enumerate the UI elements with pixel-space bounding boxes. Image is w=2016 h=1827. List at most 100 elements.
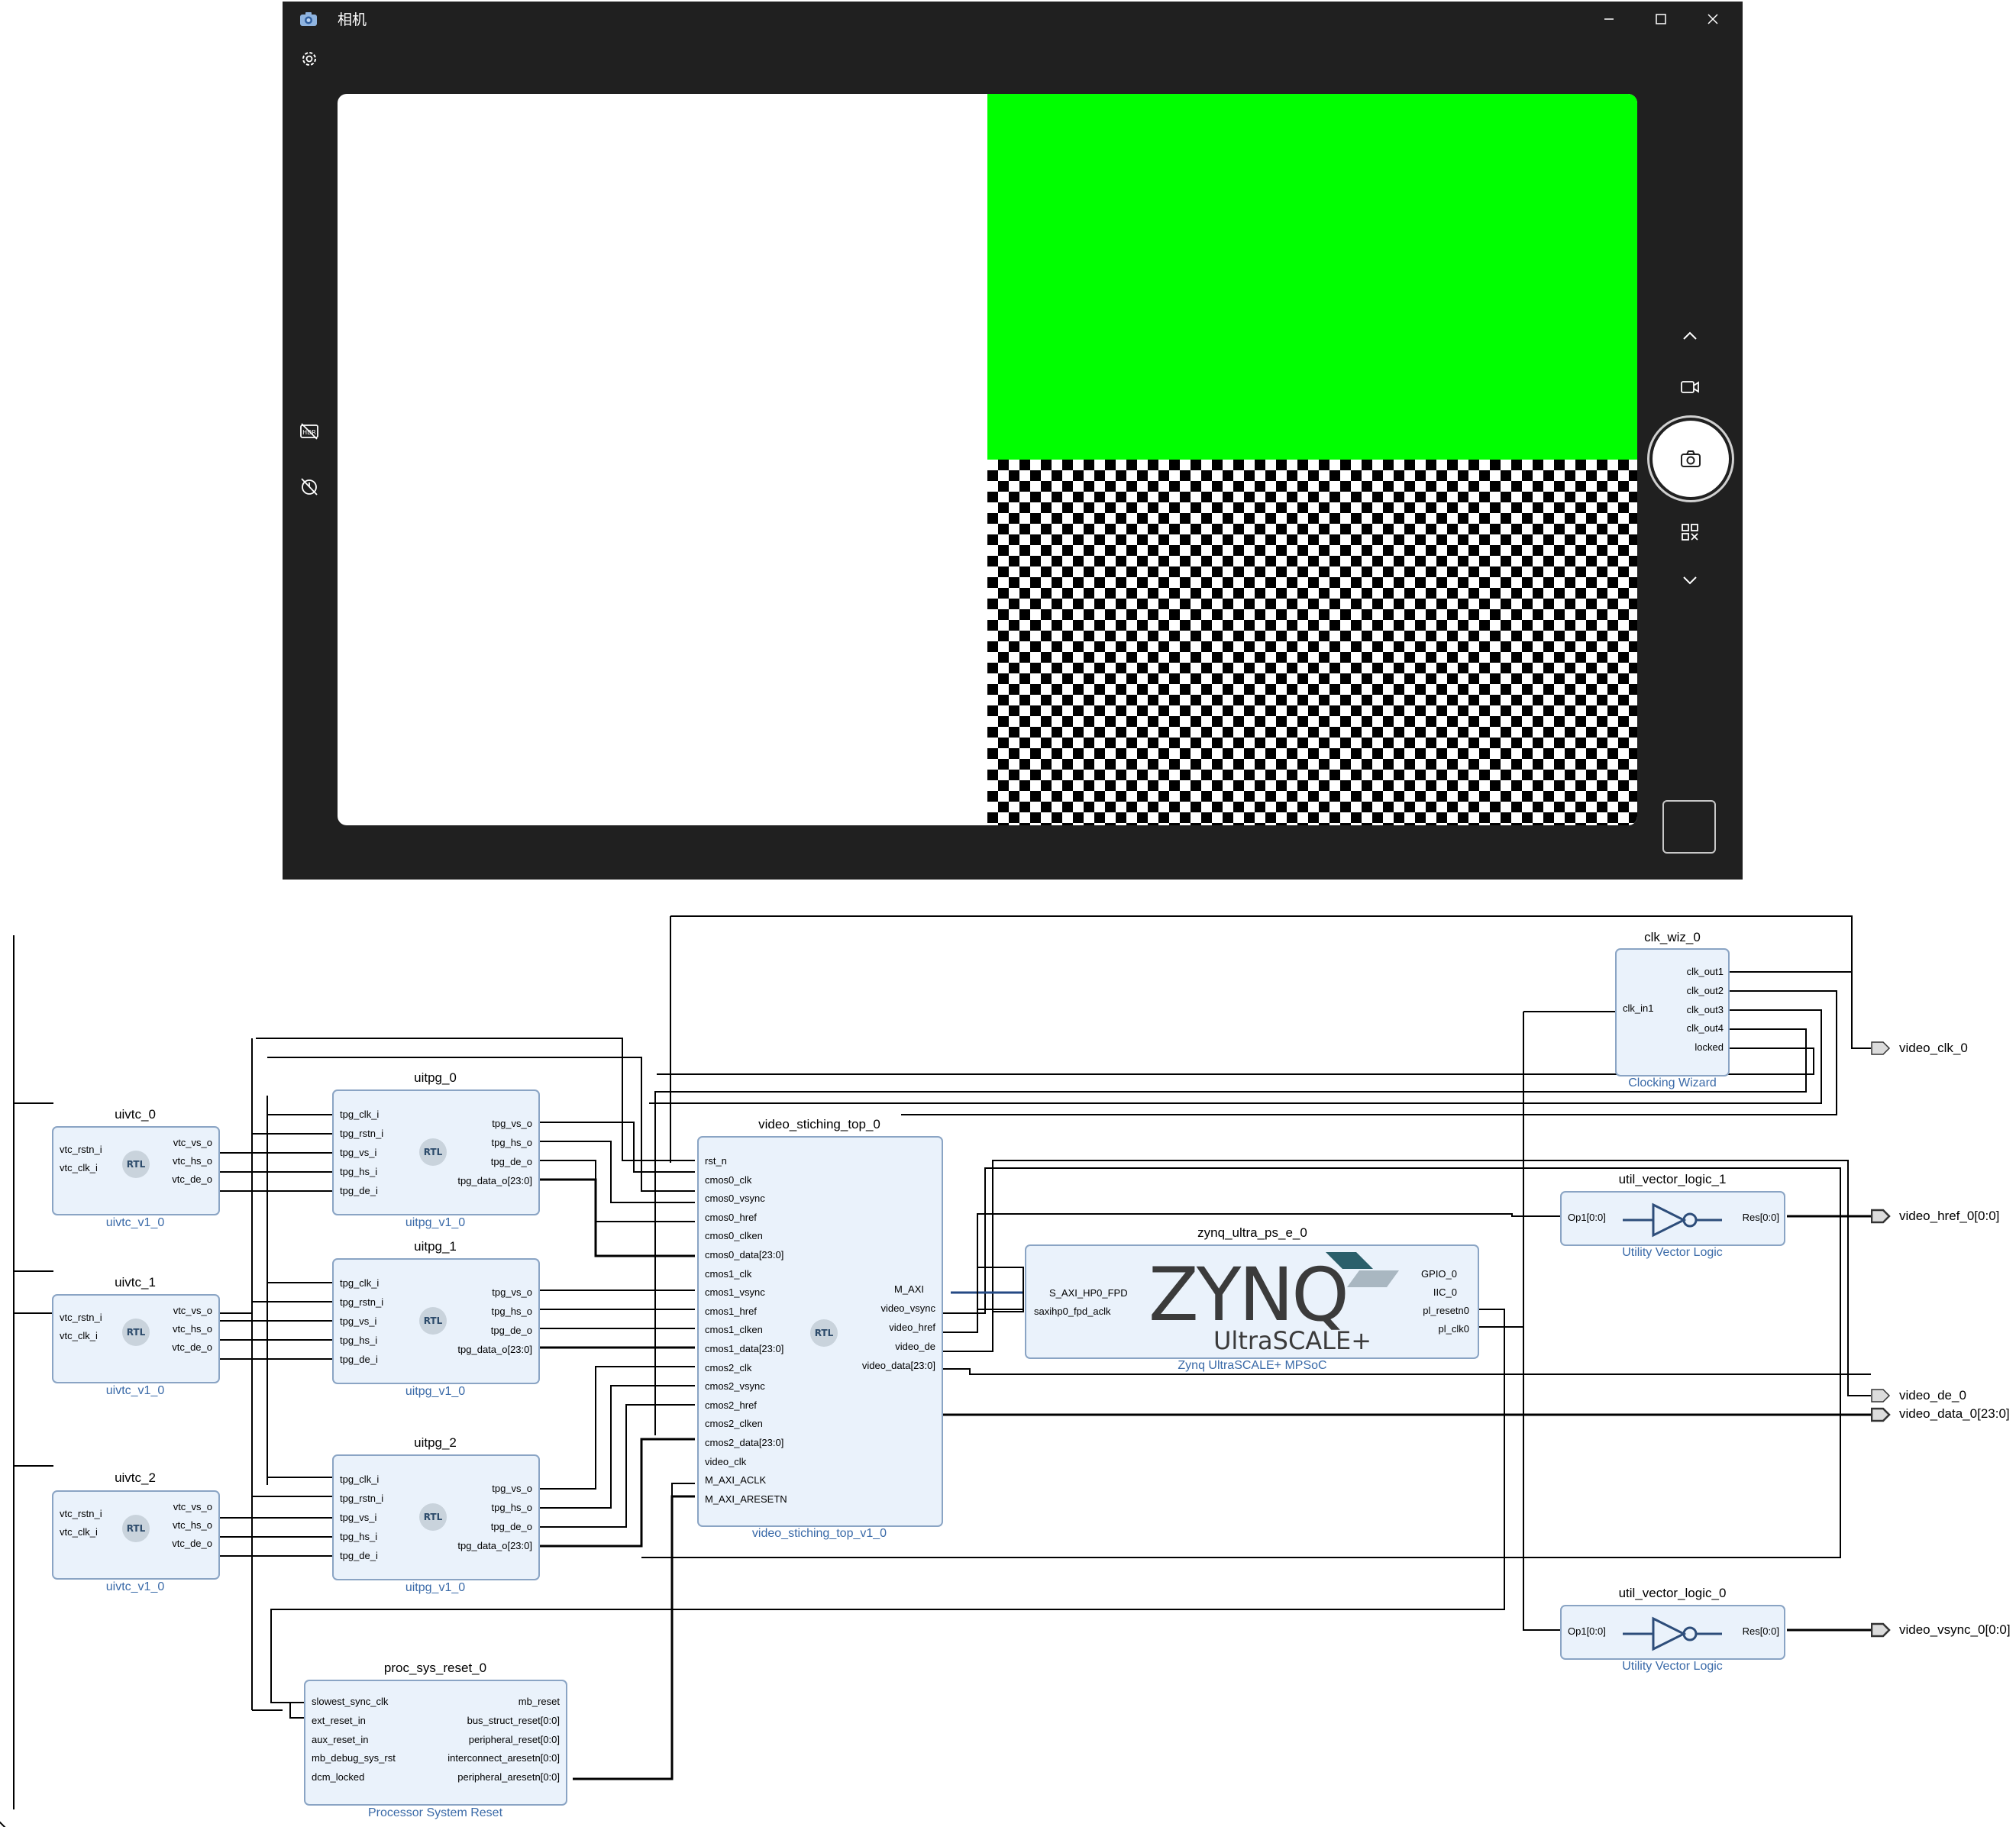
uivtc-2-type: uivtc_v1_0 [105,1580,165,1593]
pin-vtc-vs-o: vtc_vs_o [173,1137,212,1148]
zynq-block[interactable]: S_AXI_HP0_FPD saxihp0_fpd_aclk ZYNQ Ultr… [1025,1244,1479,1359]
pin-video-href: video_href [889,1322,935,1333]
pin-dcm-locked: dcm_locked [312,1771,365,1783]
pin-clk-in1: clk_in1 [1623,1002,1654,1014]
stitch-input-pin: cmos0_data[23:0] [705,1249,784,1261]
pin-video-vsync: video_vsync [880,1302,935,1314]
pin-bus-struct-reset: bus_struct_reset[0:0] [467,1715,560,1726]
take-photo-icon [1680,450,1701,472]
settings-icon[interactable] [299,49,319,73]
pin-tpg-rstn-i: tpg_rstn_i [340,1128,384,1139]
port-video-href-0[interactable]: video_href_0[0:0] [1899,1209,2000,1223]
last-photo-thumbnail[interactable] [1662,800,1716,854]
port-video-vsync-0[interactable]: video_vsync_0[0:0] [1899,1622,2011,1637]
pin-vtc-clk-i: vtc_clk_i [60,1162,98,1173]
psr-name: proc_sys_reset_0 [383,1661,487,1675]
pin-vtc-vs-o: vtc_vs_o [173,1501,212,1512]
port-video-clk-0[interactable]: video_clk_0 [1899,1041,1968,1055]
pin-tpg-de-i: tpg_de_i [340,1354,378,1365]
clk-wiz-type: Clocking Wizard [1628,1077,1717,1089]
rtl-badge: RTL [122,1515,150,1542]
uvl0-block[interactable]: Op1[0:0] Res[0:0] [1560,1605,1785,1660]
pin-tpg-vs-o: tpg_vs_o [492,1118,532,1129]
pin-vtc-rstn-i: vtc_rstn_i [60,1508,102,1519]
timer-off-icon[interactable] [299,476,319,500]
pin-vtc-hs-o: vtc_hs_o [172,1323,212,1335]
psr-block[interactable]: slowest_sync_clk ext_reset_in aux_reset_… [304,1680,567,1806]
uitpg-1-name: uitpg_1 [414,1239,457,1254]
uvl1-block[interactable]: Op1[0:0] Res[0:0] [1560,1191,1785,1246]
uivtc-0-block[interactable]: vtc_rstn_i vtc_clk_i RTL vtc_vs_o vtc_hs… [52,1126,220,1215]
stitch-name: video_stiching_top_0 [758,1117,880,1131]
inverter-icon [1623,1616,1722,1656]
rtl-badge: RTL [419,1503,447,1531]
zynq-chevron-icon [1326,1249,1399,1299]
maximize-icon[interactable] [1642,8,1680,31]
uitpg-1-type: uitpg_v1_0 [405,1385,466,1398]
pin-tpg-hs-i: tpg_hs_i [340,1531,378,1542]
inverter-icon [1623,1202,1722,1242]
clk-wiz-block[interactable]: clk_in1 clk_out1 clk_out2 clk_out3 clk_o… [1615,948,1730,1077]
uivtc-1-name: uivtc_1 [115,1275,156,1290]
minimize-icon[interactable] [1590,8,1628,31]
uitpg-2-type: uitpg_v1_0 [405,1581,466,1594]
preview-green-region [987,94,1637,460]
uvl0-type: Utility Vector Logic [1622,1660,1723,1673]
pin-tpg-hs-i: tpg_hs_i [340,1335,378,1346]
chevron-down-icon[interactable] [1680,573,1700,592]
uvl1-name: util_vector_logic_1 [1618,1172,1727,1186]
block-design: uivtc_0 vtc_rstn_i vtc_clk_i RTL vtc_vs_… [0,901,2016,1827]
hdr-off-icon[interactable]: HDR [299,421,319,445]
pin-res: Res[0:0] [1742,1625,1779,1637]
uitpg-2-block[interactable]: tpg_clk_i tpg_rstn_i tpg_vs_i tpg_hs_i t… [332,1454,540,1580]
pin-peripheral-aresetn: peripheral_aresetn[0:0] [457,1771,560,1783]
stitch-input-pin: cmos1_href [705,1305,757,1317]
pin-vtc-clk-i: vtc_clk_i [60,1526,98,1538]
pin-interconnect-aresetn: interconnect_aresetn[0:0] [447,1752,560,1764]
port-video-data-0[interactable]: video_data_0[23:0] [1899,1406,2010,1421]
uivtc-2-block[interactable]: vtc_rstn_i vtc_clk_i RTL vtc_vs_o vtc_hs… [52,1490,220,1580]
camera-window: 相机 HDR [283,2,1743,880]
pin-tpg-de-o: tpg_de_o [490,1521,532,1532]
camera-preview [338,94,1637,825]
stitch-input-pin: cmos2_vsync [705,1380,765,1393]
uvl1-type: Utility Vector Logic [1622,1246,1723,1259]
stitch-input-pin: rst_n [705,1155,727,1167]
svg-text:HDR: HDR [302,429,316,436]
output-port-icon [1870,1622,1891,1641]
stitch-input-pin: cmos2_data[23:0] [705,1437,784,1448]
close-icon[interactable] [1694,8,1732,31]
video-mode-icon[interactable] [1679,379,1701,399]
chevron-up-icon[interactable] [1680,328,1700,347]
pin-vtc-de-o: vtc_de_o [172,1173,212,1185]
preview-checkerboard-region [987,460,1637,825]
uitpg-1-block[interactable]: tpg_clk_i tpg_rstn_i tpg_vs_i tpg_hs_i t… [332,1258,540,1384]
port-video-de-0[interactable]: video_de_0 [1899,1388,1966,1403]
rtl-badge: RTL [122,1151,150,1178]
output-port-icon [1870,1209,1891,1228]
pin-tpg-hs-o: tpg_hs_o [491,1306,533,1317]
stitch-input-pin: M_AXI_ARESETN [705,1493,787,1505]
pin-tpg-clk-i: tpg_clk_i [340,1474,380,1485]
zynq-logo: ZYNQ [1149,1252,1349,1338]
pin-gpio-0: GPIO_0 [1421,1268,1457,1280]
pin-video-data: video_data[23:0] [861,1360,935,1371]
pin-ext-reset-in: ext_reset_in [312,1715,366,1726]
uivtc-1-block[interactable]: vtc_rstn_i vtc_clk_i RTL vtc_vs_o vtc_hs… [52,1294,220,1383]
pin-tpg-vs-i: tpg_vs_i [340,1315,377,1327]
pin-tpg-data-o: tpg_data_o[23:0] [457,1540,532,1551]
pin-slowest-sync-clk: slowest_sync_clk [312,1696,389,1707]
pin-peripheral-reset: peripheral_reset[0:0] [468,1734,560,1745]
clk-wiz-name: clk_wiz_0 [1644,930,1701,944]
uitpg-0-block[interactable]: tpg_clk_i tpg_rstn_i tpg_vs_i tpg_hs_i t… [332,1089,540,1215]
pin-vtc-clk-i: vtc_clk_i [60,1330,98,1341]
qr-scan-icon[interactable] [1680,522,1700,546]
take-photo-button[interactable] [1653,421,1729,497]
pin-tpg-de-o: tpg_de_o [490,1156,532,1167]
uitpg-2-name: uitpg_2 [414,1435,457,1450]
rtl-badge: RTL [419,1307,447,1335]
stitch-input-pin: cmos1_clken [705,1324,763,1336]
pin-aux-reset-in: aux_reset_in [312,1734,369,1745]
zynq-type: Zynq UltraSCALE+ MPSoC [1178,1359,1327,1372]
